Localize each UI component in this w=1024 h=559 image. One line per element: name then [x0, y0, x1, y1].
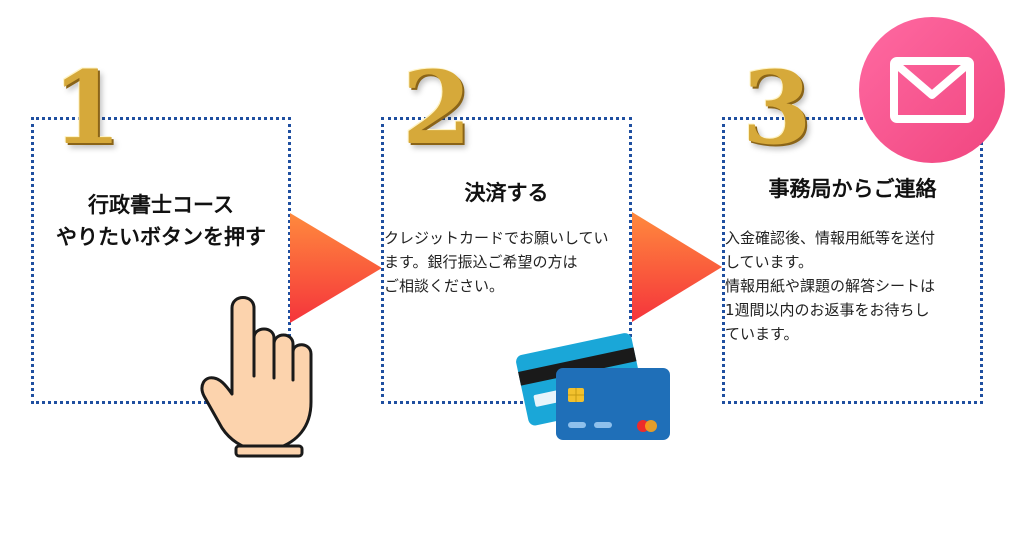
credit-card-icon [516, 333, 670, 440]
step-3-body: 入金確認後、情報用紙等を送付 しています。 情報用紙や課題の解答シートは 1週間… [725, 226, 977, 346]
step-1-title-line-1: 行政書士コース [88, 193, 234, 217]
mail-icon [859, 17, 1005, 163]
step-2-body-line-3: ご相談ください。 [384, 277, 505, 295]
step-3-title: 事務局からご連絡 [768, 177, 937, 201]
step-1-title-line-2: やりたいボタンを押す [56, 225, 266, 249]
step-3-body-line-4: 1週間以内のお返事をお待ちし [725, 301, 930, 319]
step-2-number: 2 [402, 49, 472, 167]
pointing-hand-icon [200, 296, 313, 458]
step-2-body: クレジットカードでお願いしてい ます。銀行振込ご希望の方は ご相談ください。 [384, 226, 630, 298]
step-2-title: 決済する [464, 181, 549, 205]
step-2-body-line-1: クレジットカードでお願いしてい [384, 229, 609, 247]
arrow-right-icon [632, 212, 722, 322]
step-2-body-line-2: ます。銀行振込ご希望の方は [384, 253, 578, 271]
step-3-box [722, 117, 983, 404]
arrow-right-icon [290, 213, 382, 323]
step-3-body-line-1: 入金確認後、情報用紙等を送付 [725, 229, 936, 247]
step-1-number: 1 [52, 49, 122, 167]
step-3-body-line-3: 情報用紙や課題の解答シートは [725, 277, 936, 295]
step-1-title: 行政書士コース やりたいボタンを押す [31, 189, 291, 253]
step-3-number: 3 [742, 49, 812, 167]
step-3-body-line-2: しています。 [725, 253, 814, 271]
step-3-body-line-5: ています。 [725, 325, 799, 343]
